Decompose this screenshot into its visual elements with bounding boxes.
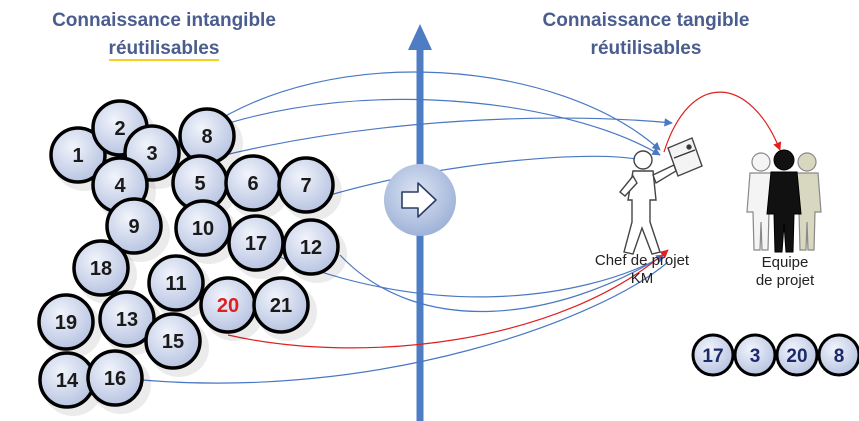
flow-line [339, 254, 665, 313]
chef-label: Chef de projet KM [592, 252, 692, 288]
knowledge-circle-label: 7 [300, 175, 311, 197]
knowledge-circle: 15 [144, 312, 209, 377]
knowledge-circle-label: 4 [114, 175, 126, 197]
knowledge-circle-label: 3 [146, 143, 157, 165]
selected-circle: 17 [691, 333, 735, 377]
knowledge-circle-label: 8 [201, 126, 212, 148]
knowledge-circle-label: 1 [72, 145, 83, 167]
knowledge-circle: 7 [277, 156, 342, 221]
knowledge-circle: 11 [147, 254, 212, 319]
selected-circle: 20 [775, 333, 819, 377]
knowledge-circle-label: 2 [114, 118, 125, 140]
flow-line-red [227, 249, 669, 349]
left-title: Connaissance intangible réutilisables [14, 10, 314, 61]
equipe-label-line1: Equipe [761, 254, 809, 271]
selected-circle-label: 20 [786, 346, 807, 367]
flow-line [141, 261, 669, 384]
knowledge-circle: 12 [282, 218, 347, 283]
axis-arrowhead-icon [408, 24, 432, 50]
selected-circle-label: 17 [702, 346, 723, 367]
knowledge-circle-label: 18 [90, 258, 112, 280]
flow-line [274, 254, 661, 298]
knowledge-circle-label: 6 [247, 173, 258, 195]
knowledge-circle: 20 [199, 276, 264, 341]
knowledge-circle: 16 [86, 349, 151, 414]
knowledge-circle: 18 [72, 239, 137, 304]
knowledge-circle-label: 20 [217, 295, 239, 317]
left-title-line1: Connaissance intangible [52, 10, 276, 31]
right-title-line1: Connaissance tangible [542, 10, 750, 31]
flow-line-red [663, 91, 782, 153]
group-of-people-icon [746, 149, 822, 253]
right-title: Connaissance tangible réutilisables [516, 10, 776, 60]
chef-label-line2: KM [630, 270, 654, 287]
left-title-line2: réutilisables [14, 38, 314, 61]
chef-label-line1: Chef de projet [594, 252, 690, 269]
knowledge-circle: 17 [227, 214, 292, 279]
selected-circle: 3 [733, 333, 777, 377]
knowledge-circle-label: 5 [194, 173, 205, 195]
equipe-label: Equipe de projet [740, 254, 830, 290]
right-title-line2: réutilisables [590, 38, 702, 59]
knowledge-circle-label: 21 [270, 295, 292, 317]
knowledge-circle: 19 [37, 293, 102, 358]
selected-circle-label: 8 [834, 346, 845, 367]
knowledge-circle-label: 15 [162, 331, 184, 353]
knowledge-circle: 21 [252, 276, 317, 341]
knowledge-circle-label: 14 [56, 370, 79, 392]
knowledge-circle-label: 17 [245, 233, 267, 255]
knowledge-circle-label: 10 [192, 218, 214, 240]
person-with-document-icon [619, 137, 703, 255]
equipe-label-line2: de projet [755, 272, 815, 289]
selected-knowledge: 17 3 20 8 [691, 333, 859, 377]
knowledge-circle: 9 [105, 197, 170, 262]
flow-line [199, 71, 661, 151]
selected-circle-label: 3 [750, 346, 761, 367]
knowledge-circle-label: 11 [165, 273, 186, 295]
knowledge-circle-label: 19 [55, 312, 77, 334]
left-title-line2-text: réutilisables [108, 38, 220, 61]
knowledge-circle: 6 [224, 154, 289, 219]
process-step [384, 164, 456, 236]
selected-circle: 8 [817, 333, 859, 377]
flow-line [329, 155, 641, 196]
knowledge-circle: 10 [174, 199, 239, 264]
arrow-right-icon [401, 182, 437, 218]
knowledge-circle-label: 12 [300, 237, 322, 259]
knowledge-circle-label: 9 [128, 216, 139, 238]
knowledge-circle-label: 16 [104, 368, 126, 390]
knowledge-circle: 5 [171, 154, 236, 219]
knowledge-circle-label: 13 [116, 309, 138, 331]
